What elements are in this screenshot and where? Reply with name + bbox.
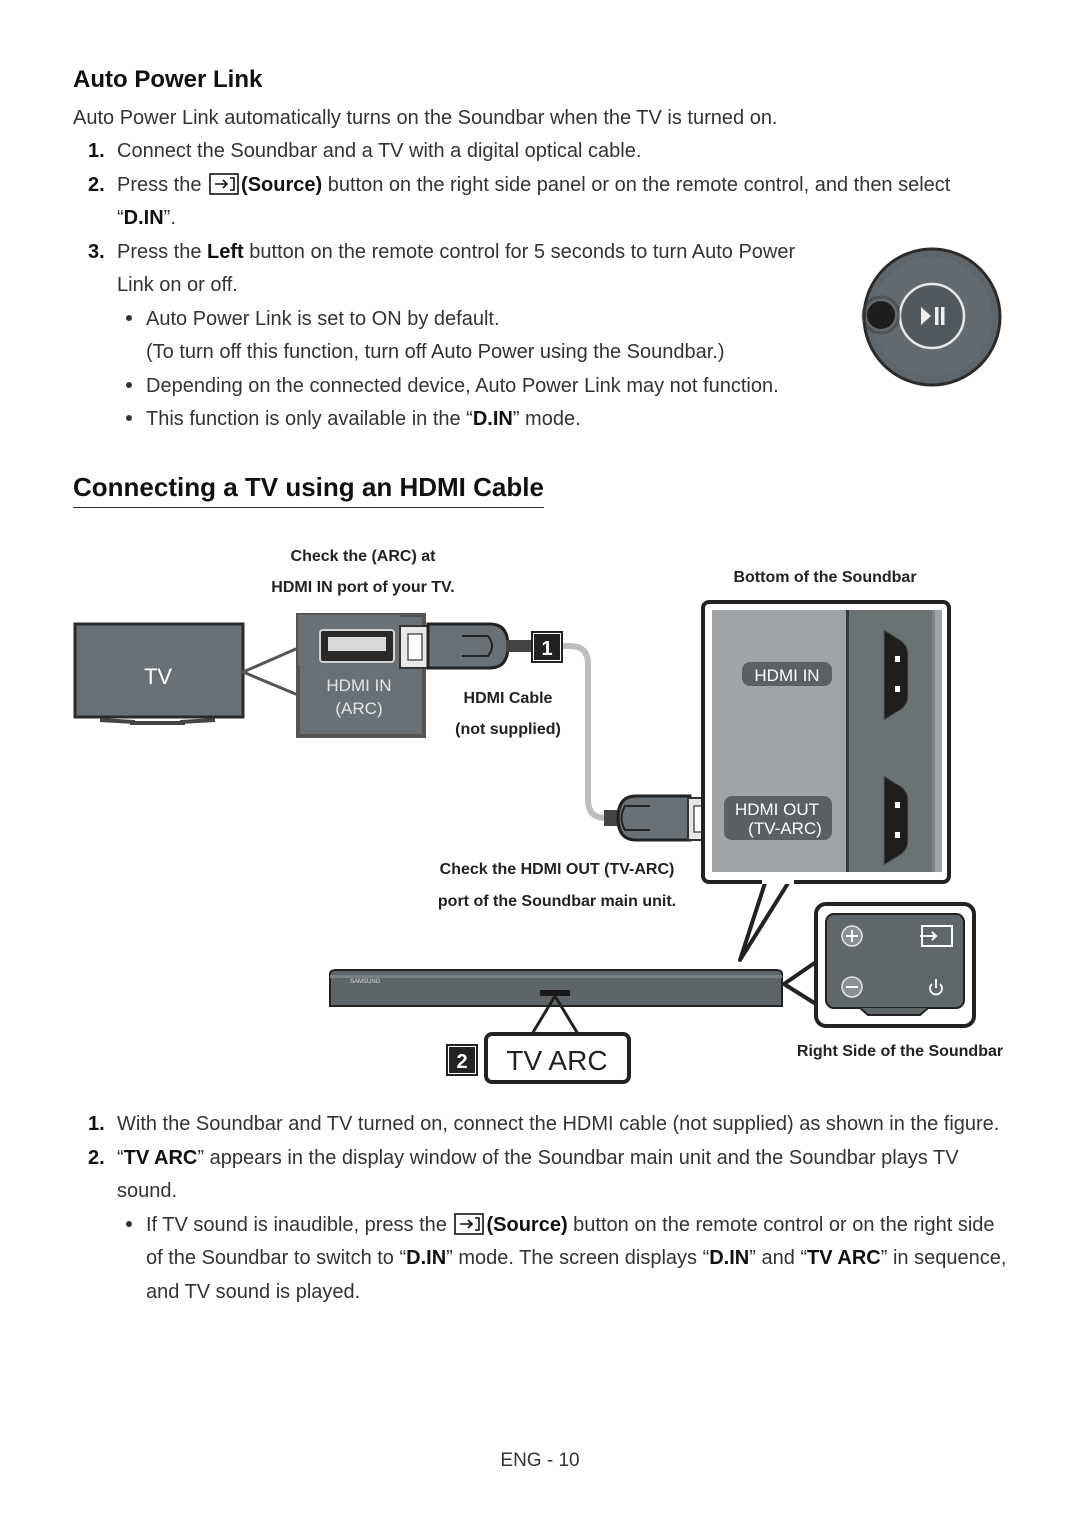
check-arc-label-2: HDMI IN port of your TV.	[271, 579, 455, 596]
hdmi-cable-bottom-connector	[604, 794, 715, 842]
tv-screen-label: TV	[144, 664, 172, 689]
check-hdmi-out-label-2: port of the Soundbar main unit.	[437, 893, 677, 910]
mode-name: D.IN	[406, 1247, 447, 1269]
step-3: 3. Press the Left button on the remote c…	[88, 240, 795, 264]
source-label: (Source)	[486, 1214, 568, 1236]
step-text: ” appears in the display window of the S…	[197, 1147, 959, 1169]
tv-illustration: TV	[73, 622, 245, 725]
bullet-3: This function is only available in the “…	[126, 407, 581, 431]
hdmi-step-2-line2: sound.	[117, 1180, 178, 1202]
step-text: With the Soundbar and TV turned on, conn…	[117, 1113, 1000, 1135]
hdmi-bullet-line3: and TV sound is played.	[146, 1281, 361, 1303]
step-2-badge-text: 2	[456, 1051, 467, 1073]
step-number: 3.	[88, 241, 105, 263]
source-label: (Source)	[241, 174, 323, 196]
quote-open: “	[117, 207, 124, 229]
soundbar-right-side-callout	[814, 902, 976, 1028]
soundbar-illustration: SAMSUNG	[329, 969, 783, 1035]
intro-paragraph: Auto Power Link automatically turns on t…	[73, 107, 778, 129]
section-heading-hdmi: Connecting a TV using an HDMI Cable	[73, 472, 544, 508]
tv-arc-text: TV ARC	[123, 1147, 198, 1169]
text-part: of the Soundbar to switch to “	[146, 1247, 407, 1269]
text-part: ” mode. The screen displays “	[446, 1247, 710, 1269]
step-text-pre: Press the	[117, 174, 202, 196]
step-text-post: button on the right side panel or on the…	[327, 174, 951, 196]
source-icon	[920, 925, 953, 947]
check-hdmi-out-label-1: Check the HDMI OUT (TV-ARC)	[439, 861, 675, 878]
hdmi-step-1: 1. With the Soundbar and TV turned on, c…	[88, 1112, 999, 1136]
hdmi-cable-top-connector	[399, 622, 532, 670]
tv-arc-text: TV ARC	[807, 1247, 881, 1269]
source-icon	[209, 173, 239, 195]
hdmi-cable-label-2: (not supplied)	[455, 721, 561, 738]
hdmi-bullet: If TV sound is inaudible, press the (Sou…	[126, 1213, 995, 1237]
bullet-1: Auto Power Link is set to ON by default.	[126, 307, 500, 331]
bullet-dot	[126, 414, 132, 421]
tv-arc-display-text: TV ARC	[506, 1045, 607, 1076]
bullet-text: Depending on the connected device, Auto …	[146, 375, 779, 397]
step-text-pre: Press the	[117, 241, 202, 263]
source-icon	[454, 1213, 485, 1235]
left-button-highlight	[867, 301, 895, 329]
mode-name: D.IN	[123, 207, 164, 229]
section-heading-auto-power-link: Auto Power Link	[73, 66, 263, 93]
bullet-text-post: ” mode.	[512, 408, 581, 430]
mode-name: D.IN	[472, 408, 513, 430]
remote-control-illustration	[861, 247, 1002, 387]
step-3-line2: Link on or off.	[117, 274, 238, 296]
bullet-2: Depending on the connected device, Auto …	[126, 374, 779, 398]
hdmi-cable-label-1: HDMI Cable	[463, 690, 553, 707]
page-number: ENG - 10	[500, 1450, 580, 1471]
step-2-line2: “D.IN”.	[117, 206, 176, 230]
step-2: 2. Press the (Source) button on the righ…	[88, 173, 950, 197]
text-part: ” and “	[749, 1247, 808, 1269]
bullet-text-pre: If TV sound is inaudible, press the	[146, 1214, 447, 1236]
right-side-label: Right Side of the Soundbar	[796, 1043, 1004, 1060]
bullet-text-pre: This function is only available in the “	[146, 408, 473, 430]
hdmi-bullet-line2: of the Soundbar to switch to “D.IN” mode…	[146, 1246, 1006, 1270]
step-text: Connect the Soundbar and a TV with a dig…	[117, 140, 642, 162]
tv-arc-display	[484, 1032, 631, 1084]
bullet-dot	[126, 314, 132, 321]
power-icon	[929, 979, 943, 996]
hdmi-connection-diagram: TV HDMI IN (ARC) 1 HDMI IN HDMI OUT	[73, 600, 976, 1084]
mode-name: D.IN	[709, 1247, 750, 1269]
tv-port-label-2: (ARC)	[335, 699, 382, 718]
step-text-post: button on the remote control for 5 secon…	[249, 241, 796, 263]
bullet-dot	[126, 381, 132, 388]
hdmi-in-label: HDMI IN	[754, 666, 819, 685]
hdmi-step-2: 2. “TV ARC” appears in the display windo…	[88, 1146, 959, 1170]
bottom-of-soundbar-label: Bottom of the Soundbar	[733, 569, 917, 586]
brand-logo: SAMSUNG	[350, 979, 381, 985]
step-number: 2.	[88, 1147, 105, 1169]
check-arc-label-1: Check the (ARC) at	[290, 548, 436, 565]
left-button-label: Left	[207, 241, 244, 263]
step-number: 1.	[88, 1113, 105, 1135]
bullet-1-line2: (To turn off this function, turn off Aut…	[146, 341, 725, 363]
play-pause-icon	[921, 307, 931, 325]
play-pause-button	[898, 282, 966, 350]
text-part: ” in sequence,	[880, 1247, 1007, 1269]
hdmi-out-label-1: HDMI OUT	[735, 800, 819, 819]
step-number: 2.	[88, 174, 105, 196]
step-1: 1. Connect the Soundbar and a TV with a …	[88, 139, 641, 163]
step-number: 1.	[88, 140, 105, 162]
step-1-badge-text: 1	[541, 638, 552, 660]
bullet-text-post: button on the remote control or on the r…	[573, 1214, 995, 1236]
quote-open: “	[117, 1147, 124, 1169]
hdmi-out-label-2: (TV-ARC)	[748, 819, 822, 838]
tv-port-label-1: HDMI IN	[326, 676, 391, 695]
bullet-dot	[126, 1220, 132, 1227]
bullet-text: Auto Power Link is set to ON by default.	[146, 308, 500, 330]
quote-close: ”.	[163, 207, 176, 229]
soundbar-bottom-callout: HDMI IN HDMI OUT (TV-ARC)	[701, 600, 951, 884]
